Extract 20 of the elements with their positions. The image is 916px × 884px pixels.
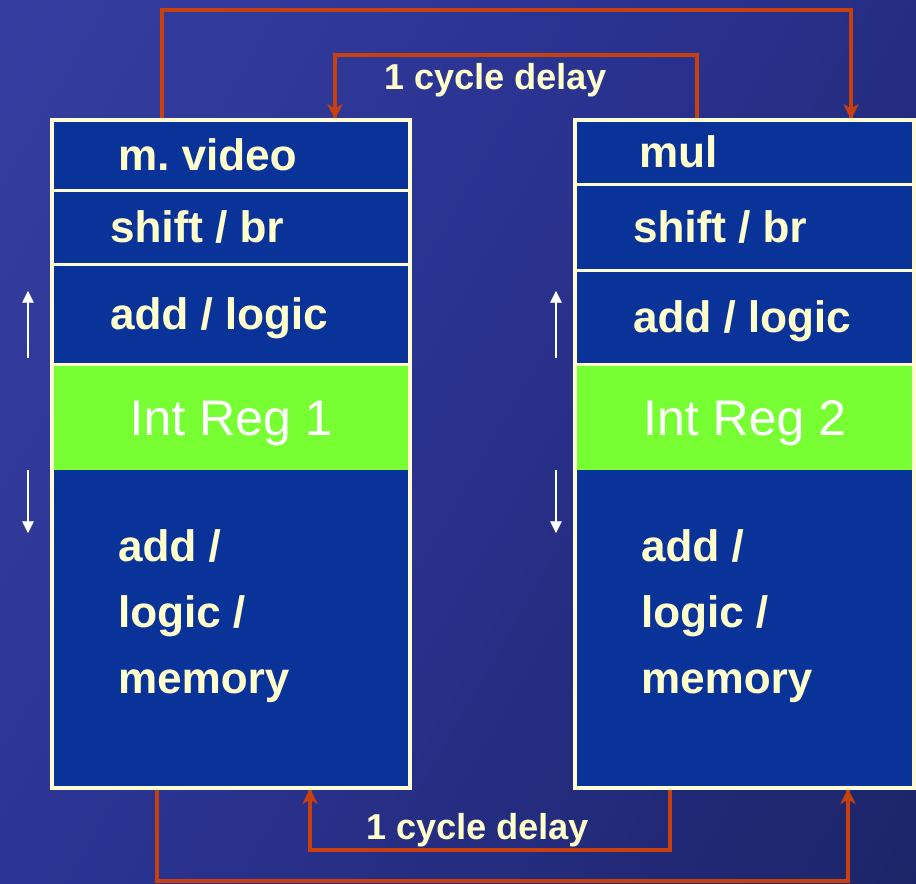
- register-row: [577, 366, 912, 470]
- pipeline-box: [50, 118, 412, 790]
- unit-label: add / logic: [633, 296, 851, 340]
- connector-arrow: [327, 53, 699, 120]
- pipeline-box: [573, 118, 916, 790]
- register-label: Int Reg 2: [643, 393, 846, 443]
- register-label: Int Reg 1: [130, 393, 332, 443]
- unit-label: shift / br: [110, 206, 284, 250]
- edge-label: 1 cycle delay: [366, 806, 588, 848]
- unit-label: shift / br: [633, 206, 807, 250]
- connector-arrow: [155, 788, 856, 883]
- unit-label: add / logic / memory: [118, 521, 290, 705]
- unit-label: mul: [639, 130, 718, 174]
- unit-label: add / logic / memory: [641, 521, 814, 705]
- connector-arrow: [160, 8, 859, 120]
- unit-label: add / logic: [110, 292, 328, 336]
- connector-arrow: [302, 788, 672, 852]
- register-row: [54, 366, 408, 470]
- unit-label: m. video: [118, 134, 296, 178]
- edge-label: 1 cycle delay: [384, 56, 606, 98]
